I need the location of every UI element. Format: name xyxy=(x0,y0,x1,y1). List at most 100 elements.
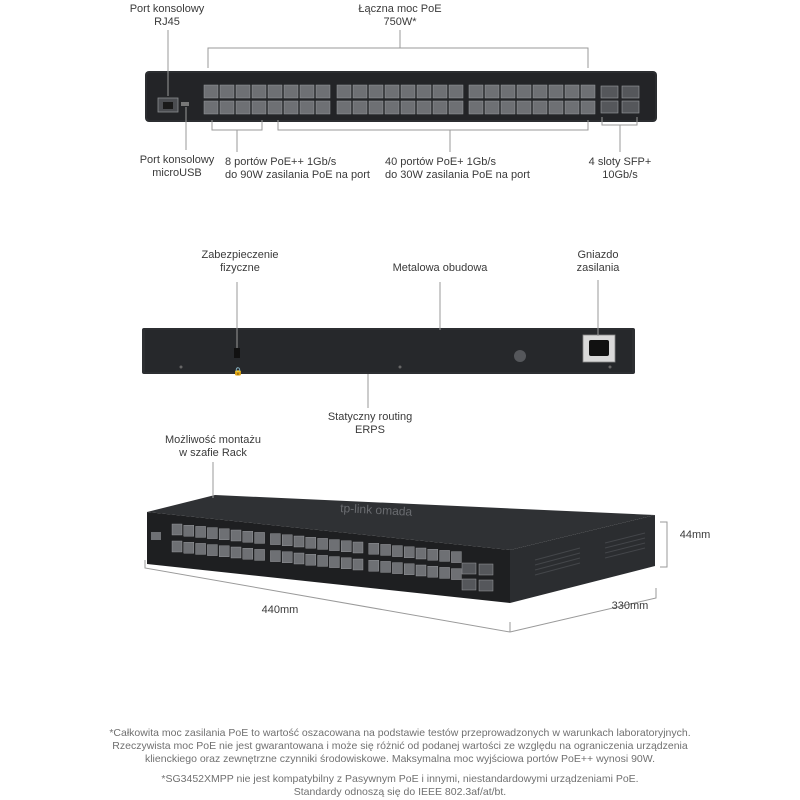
label-total-poe: Łączna moc PoE 750W* xyxy=(358,3,442,28)
rj45-port xyxy=(235,100,251,115)
rj45-port xyxy=(203,84,219,99)
back-callout-lines xyxy=(236,280,599,408)
iso-rj45-port xyxy=(207,527,218,539)
iso-rj45-port xyxy=(415,564,427,577)
iso-rj45-port xyxy=(305,554,316,566)
front-view-switch xyxy=(145,71,657,122)
rj45-port xyxy=(283,100,299,115)
iso-rj45-port xyxy=(415,547,427,560)
rj45-port xyxy=(580,84,596,99)
micro-usb-port xyxy=(181,102,189,106)
iso-rj45-port xyxy=(368,560,379,572)
iso-rj45-port xyxy=(380,561,391,573)
rj45-port xyxy=(352,100,368,115)
rj45-port xyxy=(416,84,432,99)
iso-rj45-port xyxy=(293,552,305,565)
iso-rj45-port xyxy=(230,546,242,559)
label-poe-plus: 40 portów PoE+ 1Gb/s do 30W zasilania Po… xyxy=(385,156,530,181)
label-poe-plus-plus: 8 portów PoE++ 1Gb/s do 90W zasilania Po… xyxy=(225,156,370,181)
rj45-port xyxy=(484,84,500,99)
rj45-port xyxy=(500,84,516,99)
rj45-port xyxy=(548,100,564,115)
iso-rj45-port xyxy=(451,568,462,580)
rj45-port xyxy=(299,84,315,99)
rj45-port xyxy=(516,84,532,99)
rj45-port xyxy=(580,100,596,115)
iso-rj45-port xyxy=(254,549,265,561)
label-power-socket: Gniazdo zasilania xyxy=(576,249,620,274)
iso-rj45-port xyxy=(242,531,254,543)
iso-rj45-port xyxy=(242,548,254,560)
footnote-poe-power: *Całkowita moc zasilania PoE to wartość … xyxy=(109,727,691,765)
iso-rj45-port xyxy=(305,537,316,549)
iso-rj45-port xyxy=(171,540,183,553)
rj45-port xyxy=(352,84,368,99)
iso-rj45-port xyxy=(427,566,438,578)
rj45-port xyxy=(384,84,400,99)
rj45-port xyxy=(283,84,299,99)
iso-dimension-lines xyxy=(144,462,668,633)
rj45-port xyxy=(432,84,448,99)
iso-sfp-slots xyxy=(461,562,494,592)
iso-rj45-port xyxy=(404,546,415,558)
rj45-port xyxy=(336,100,352,115)
rj45-port xyxy=(500,100,516,115)
iso-rj45-port xyxy=(317,555,328,567)
rj45-port xyxy=(432,100,448,115)
rj45-port xyxy=(251,100,267,115)
iso-rj45-port xyxy=(183,525,195,537)
rj45-port xyxy=(532,100,548,115)
iso-rj45-port xyxy=(230,529,242,542)
sfp-slots xyxy=(600,85,640,114)
rj45-port xyxy=(468,84,484,99)
ground-screw xyxy=(514,350,526,362)
iso-rj45-port xyxy=(282,551,293,563)
rj45-port xyxy=(219,84,235,99)
iso-rj45-port xyxy=(317,538,328,550)
iso-rj45-port xyxy=(195,543,206,555)
rj45-port xyxy=(384,100,400,115)
iso-brand-logo: tp-link omada xyxy=(340,501,413,519)
iso-rj45-port xyxy=(352,558,364,571)
rj45-port xyxy=(468,100,484,115)
iso-rj45-port xyxy=(207,544,218,556)
label-rj45-console: Port konsolowy RJ45 xyxy=(129,3,205,28)
rj45-port xyxy=(267,84,283,99)
rj45-port xyxy=(416,100,432,115)
iso-console-port xyxy=(151,532,161,540)
front-callout-lines xyxy=(167,30,638,152)
iso-rj45-port xyxy=(282,534,293,546)
rj45-port xyxy=(251,84,267,99)
rj45-port xyxy=(448,100,464,115)
iso-rj45-port xyxy=(368,543,379,555)
iso-rj45-port xyxy=(195,526,206,538)
rj45-port xyxy=(548,84,564,99)
rj45-port xyxy=(315,100,331,115)
footnote-passive-poe: *SG3452XMPP nie jest kompatybilny z Pasy… xyxy=(161,773,639,798)
label-metal-case: Metalowa obudowa xyxy=(392,262,488,274)
rj45-port xyxy=(336,84,352,99)
iso-rj45-port xyxy=(329,556,340,568)
rj45-port xyxy=(368,84,384,99)
rj45-port xyxy=(400,100,416,115)
rj45-port xyxy=(532,84,548,99)
rj45-port xyxy=(484,100,500,115)
label-micro-usb: Port konsolowy microUSB xyxy=(139,154,215,179)
rj45-port xyxy=(448,84,464,99)
label-static-routing: Statyczny routing ERPS xyxy=(327,411,413,436)
iso-rj45-port xyxy=(329,539,340,551)
rj45-port xyxy=(203,100,219,115)
iso-rj45-port xyxy=(392,562,403,574)
rj45-port xyxy=(219,100,235,115)
iso-rj45-port xyxy=(270,533,281,545)
iso-rj45-port xyxy=(439,550,450,562)
iso-rj45-port xyxy=(341,540,352,552)
rj45-port xyxy=(564,84,580,99)
rj45-port xyxy=(516,100,532,115)
iso-rj45-port xyxy=(439,567,450,579)
iso-rj45-port xyxy=(451,551,462,563)
rj45-port xyxy=(400,84,416,99)
label-physical-security: Zabezpieczenie fizyczne xyxy=(201,249,279,274)
iso-rj45-port xyxy=(270,550,281,562)
